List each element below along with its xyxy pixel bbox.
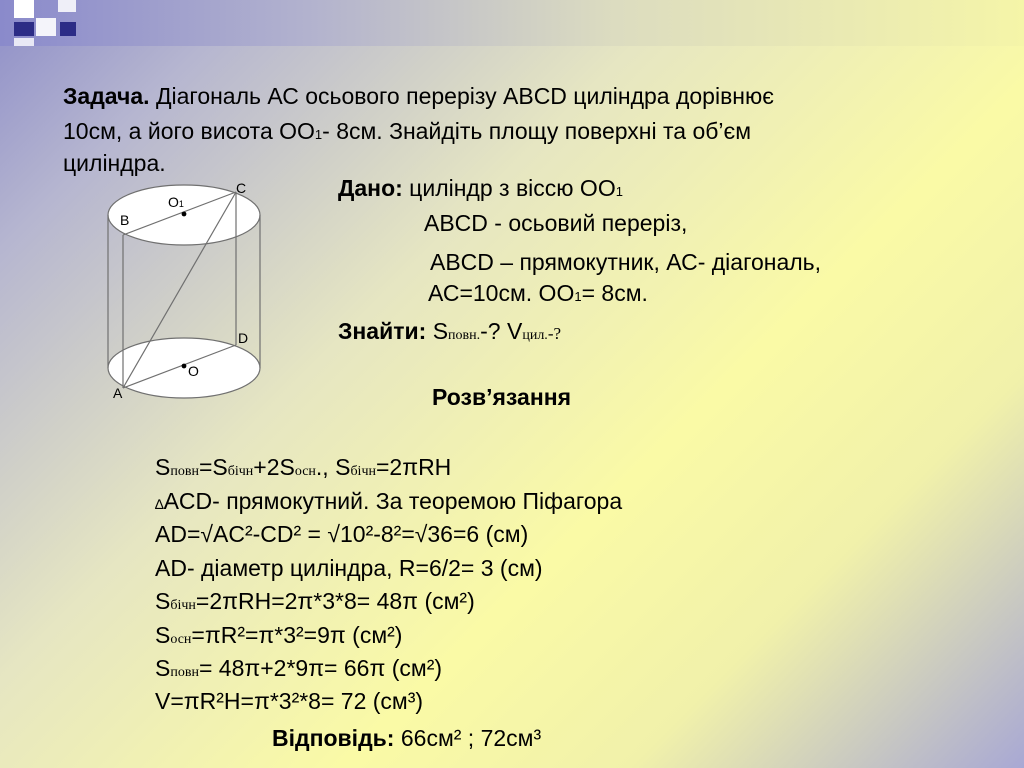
problem-line-3: циліндра. [63,150,166,176]
given-line-2: ABCD - осьовий переріз, [424,210,688,236]
answer-line: Відповідь: 66см² ; 72см³ [272,727,541,750]
given-line-3: ABCD – прямокутник, АС- діагональ, [430,249,822,275]
solution-line-2: ∆ACD- прямокутний. За теоремою Піфагора [155,488,623,514]
label-d: D [238,330,249,346]
solution-line-3: AD=√AC²-CD² = √10²-8²=√36=6 (см) [155,521,529,547]
solution-line-1: Sповн=Sбічн+2Sосн., Sбічн=2πRH [155,454,452,480]
label-c: C [236,180,247,196]
given-label: Дано: [338,175,403,201]
solution-title: Розв’язання [432,384,572,410]
given-line-4: АС=10см. ОО1= 8см. [428,280,648,306]
problem-line-1: Задача. Діагональ АС осьового перерізу A… [63,83,774,109]
answer-value: 66см² ; 72см³ [400,725,542,751]
point-o1 [181,211,187,217]
solution-line-8: V=πR²H=π*3²*8= 72 (см³) [155,688,424,714]
segment-ad [122,344,237,389]
solution-line-6: Sосн=πR²=π*3²=9π (см²) [155,622,403,648]
decor-square-white [14,0,34,18]
segment-bc [122,191,237,236]
answer-label: Відповідь: [272,725,395,751]
solution-line-7: Sповн= 48π+2*9π= 66π (см²) [155,655,443,681]
triangle-symbol: ∆ [155,496,164,512]
label-o: O [188,363,199,379]
find-label: Знайти: [338,318,427,344]
decor-square-white [58,0,76,12]
given-line-1: Дано: циліндр з віссю ОО1 [338,175,623,201]
find-line: Знайти: Sповн.-? Vцил.-? [338,318,562,344]
decor-square-white [36,18,56,36]
label-o1: O1 [168,194,184,210]
solution-line-5: Sбічн=2πRH=2π*3*8= 48π (см²) [155,588,475,614]
title-bar-decoration [0,0,1024,46]
label-a: A [113,385,123,401]
decor-square-white [14,38,34,46]
solution-line-4: AD- діаметр циліндра, R=6/2= 3 (см) [155,555,543,581]
decor-square-navy [14,22,34,36]
label-b: B [120,212,130,228]
diagonal-ac [122,191,237,389]
point-o [181,363,187,369]
cylinder-figure [107,184,261,399]
decor-square-navy [60,22,76,36]
problem-line-2: 10см, а його висота ОО1- 8см. Знайдіть п… [63,118,752,144]
problem-label: Задача. [63,83,150,109]
